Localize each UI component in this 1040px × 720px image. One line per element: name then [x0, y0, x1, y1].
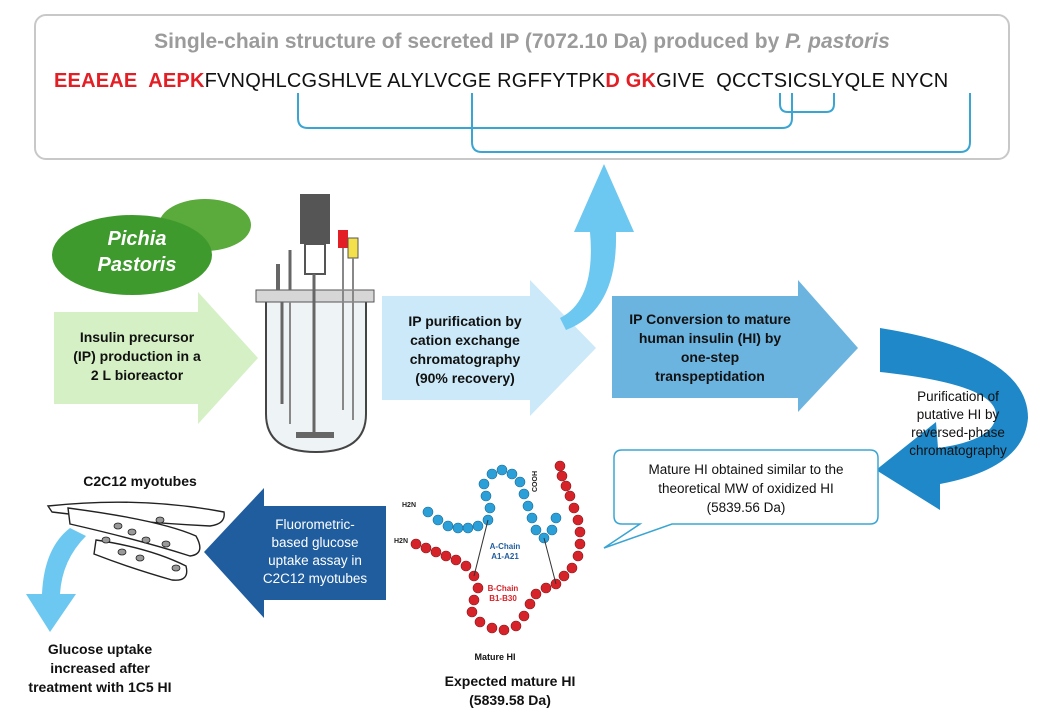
conversion-step-label: IP Conversion to mature human insulin (H…: [618, 310, 802, 386]
a-chain-name: A-Chain: [489, 542, 521, 551]
glucose-assay-line-4: C2C12 myotubes: [262, 571, 368, 586]
glucose-assay-line-1: Fluorometric-: [275, 517, 355, 532]
mature-hi-label: Mature HI: [474, 652, 516, 662]
sequence-title: Single-chain structure of secreted IP (7…: [154, 30, 890, 53]
purification-line-4: (90% recovery): [415, 370, 515, 386]
a-chain-sequence: GIVE QCCTSICSLYQLE NYCN: [656, 70, 949, 92]
result-line-3: treatment with 1C5 HI: [28, 679, 172, 695]
purification-line-2: cation exchange: [410, 332, 520, 348]
conversion-line-1: IP Conversion to mature: [629, 311, 791, 327]
expected-line-1: Expected mature HI: [444, 673, 576, 689]
reversed-phase-label: Purification of putative HI by reversed-…: [892, 388, 1024, 460]
production-step-label: Insulin precursor (IP) production in a 2…: [62, 328, 212, 385]
expected-line-2: (5839.58 Da): [469, 692, 551, 708]
purification-arrow: [382, 280, 596, 416]
result-line-1: Glucose uptake: [47, 641, 153, 657]
organism-species: Pastoris: [97, 254, 177, 276]
curved-up-arrow: [560, 164, 634, 330]
callout-bubble: [603, 449, 879, 549]
bioreactor-icon: [255, 194, 375, 454]
result-label: Glucose uptake increased after treatment…: [10, 640, 190, 697]
organism-genus: Pichia: [107, 228, 167, 250]
organism-label: Pichia Pastoris: [72, 226, 202, 278]
reversed-phase-curve-arrow: [876, 328, 1028, 510]
callout-line-2: theoretical MW of oxidized HI: [658, 481, 834, 496]
a-chain-label: A-Chain A1-A21: [480, 542, 530, 562]
b-chain-name: B-Chain: [487, 584, 519, 593]
result-line-2: increased after: [50, 660, 150, 676]
leader-peptide: EEAEAE AEPK: [54, 70, 205, 92]
myotubes-title: C2C12 myotubes: [83, 473, 197, 489]
c-terminus: COOH: [532, 471, 539, 492]
a-chain-range: A1-A21: [491, 552, 519, 561]
conversion-line-2: human insulin (HI) by: [638, 330, 782, 346]
reversed-phase-line-3: reversed-phase: [911, 425, 1005, 440]
production-arrow: [54, 292, 258, 424]
pichia-cell-icon: [52, 199, 251, 295]
glucose-assay-label: Fluorometric- based glucose uptake assay…: [250, 516, 380, 588]
production-line-3: 2 L bioreactor: [90, 367, 184, 383]
callout-line-1: Mature HI obtained similar to the: [648, 462, 844, 477]
glucose-assay-line-2: based glucose: [271, 535, 359, 550]
conversion-line-4: transpeptidation: [655, 368, 765, 384]
b-chain-label: B-Chain B1-B30: [478, 584, 528, 604]
production-line-1: Insulin precursor: [79, 329, 195, 345]
expected-mature-hi-label: Expected mature HI (5839.58 Da): [420, 672, 600, 710]
glucose-assay-arrow: [204, 488, 386, 618]
production-line-2: (IP) production in a: [73, 348, 201, 364]
conversion-arrow: [612, 280, 858, 412]
reversed-phase-line-4: chromatography: [909, 443, 1007, 458]
reversed-phase-line-2: putative HI by: [916, 407, 1000, 422]
amino-acid-sequence: EEAEAE AEPKFVNQHLCGSHLVE ALYLVCGE RGFFYT…: [54, 70, 948, 93]
callout-line-3: (5839.56 Da): [706, 500, 786, 515]
purification-step-label: IP purification by cation exchange chrom…: [390, 312, 540, 388]
a-chain-n-terminus: H2N: [402, 502, 417, 509]
glucose-assay-line-3: uptake assay in: [268, 553, 362, 568]
b-chain-n-terminus: H2N: [394, 538, 409, 545]
reversed-phase-line-1: Purification of: [917, 389, 999, 404]
b-chain-range: B1-B30: [489, 594, 517, 603]
b-chain-sequence: FVNQHLCGSHLVE ALYLVCGE RGFFYTPK: [204, 70, 606, 92]
spacer-peptide: D GK: [605, 70, 657, 92]
purification-line-1: IP purification by: [408, 313, 522, 329]
purification-line-3: chromatography: [409, 351, 521, 367]
conversion-line-3: one-step: [680, 349, 740, 365]
result-arrow: [26, 528, 86, 632]
myotube-nuclei: [101, 516, 181, 572]
callout-text: Mature HI obtained similar to the theore…: [618, 460, 874, 517]
insulin-structure-icon: [410, 460, 586, 636]
